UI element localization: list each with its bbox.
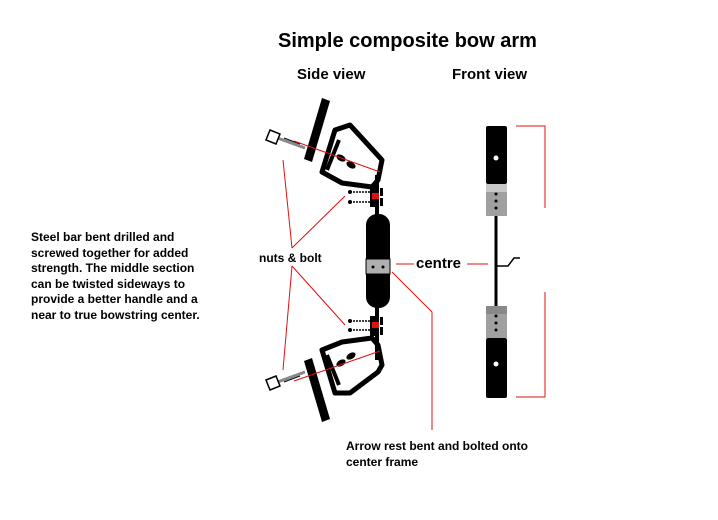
- front-top-limb: [486, 126, 507, 184]
- top-limb-plate: [304, 98, 330, 162]
- front-view-label: Front view: [452, 66, 528, 83]
- front-bottom-limb: [486, 338, 507, 398]
- diagram-title: Simple composite bow arm: [278, 30, 537, 52]
- description-line: screwed together for added: [31, 245, 189, 260]
- bottom-screw-icon: [265, 370, 306, 391]
- centre-label: centre: [416, 255, 462, 272]
- bottom-nuts-bolts-icon: [348, 316, 383, 336]
- front-arrow-rest-hook: [497, 257, 520, 267]
- nuts-bolt-label: nuts & bolt: [259, 251, 322, 265]
- description-line: provide a better handle and a: [31, 292, 198, 306]
- description-line: can be twisted sideways to: [31, 276, 186, 291]
- arrow-rest-line: Arrow rest bent and bolted onto: [346, 439, 528, 453]
- side-arrow-rest-plate: [365, 258, 391, 275]
- bottom-limb-plate: [304, 358, 330, 422]
- description-line: strength. The middle section: [31, 261, 195, 275]
- arrow-rest-line: center frame: [346, 455, 419, 469]
- front-view-drawing: [486, 126, 520, 398]
- top-screw-icon: [265, 129, 306, 150]
- side-view-drawing: [265, 98, 391, 422]
- pointer-lines: [282, 125, 546, 430]
- bottom-steel-bar: [319, 335, 385, 396]
- description-line: Steel bar bent drilled and: [31, 230, 175, 244]
- description-line: near to true bowstring center.: [31, 307, 200, 322]
- steel-bar-description: Steel bar bent drilled and screwed toget…: [31, 230, 231, 323]
- side-view-label: Side view: [297, 66, 366, 83]
- top-nuts-bolts-icon: [348, 187, 383, 207]
- arrow-rest-description: Arrow rest bent and bolted onto center f…: [346, 438, 546, 470]
